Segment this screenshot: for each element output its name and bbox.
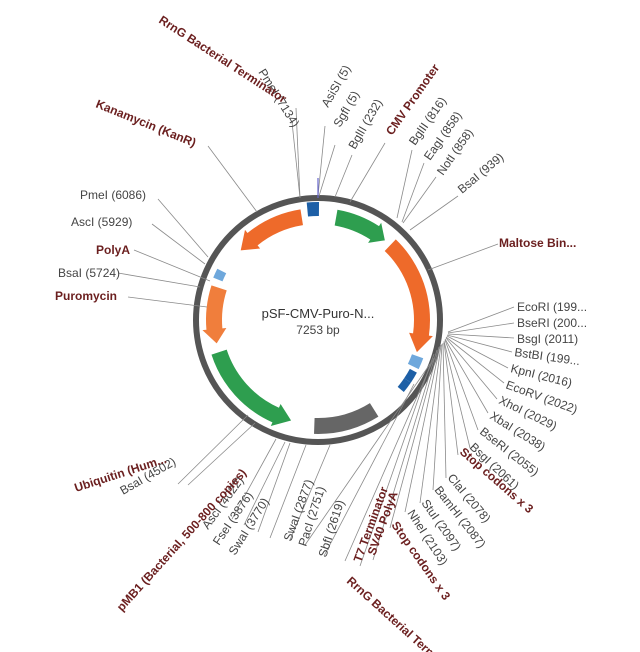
leader-bsai-4502 [187, 422, 256, 486]
leader-bseri-200x [447, 322, 515, 334]
pmb1-arc [314, 403, 379, 434]
maltose-arc [384, 239, 433, 353]
puromycin-arc [202, 285, 227, 344]
feature-label: Kanamycin (KanR) [94, 97, 198, 150]
leader-clai [442, 342, 447, 479]
stop-codon-block [407, 354, 424, 370]
leader-paci [304, 363, 431, 546]
site-label: BsgI (2011) [517, 332, 578, 346]
plasmid-size: 7253 bp [296, 323, 340, 337]
ubiquitin-arc [211, 349, 292, 426]
leader-xhoi [445, 337, 498, 400]
leader-nhei [404, 345, 441, 513]
leader-asisi [317, 125, 326, 197]
rrng-bottom-block-1 [404, 368, 417, 383]
rrng-top-block [306, 202, 320, 217]
leader-asci-5929 [151, 223, 206, 265]
leader-bglii-232 [334, 154, 353, 198]
leader-fsei [243, 441, 286, 526]
leader-asci-4022 [231, 438, 277, 520]
leader-polya [133, 249, 211, 282]
leader-eagi [401, 162, 425, 223]
leader-bstbi [446, 334, 513, 353]
leader-pmei-6086 [157, 198, 209, 258]
leader-stop-2 [389, 346, 440, 529]
leader-stui [419, 344, 442, 504]
kanr-arc [240, 209, 303, 251]
site-label: BsaI (939) [455, 150, 506, 196]
leader-t7 [359, 353, 435, 567]
leader-puromycin [127, 296, 208, 308]
leader-rrng-bottom [344, 357, 435, 562]
leader-sgfi [318, 144, 336, 197]
feature-label: Puromycin [55, 289, 117, 303]
rrng-bottom-block-2 [397, 378, 411, 392]
leader-bamhi [432, 343, 443, 491]
site-label: BsaI (5724) [58, 266, 120, 280]
leader-bsgi-2061 [443, 340, 471, 449]
leader-cmv [349, 142, 386, 203]
leader-kpni [446, 335, 509, 369]
leader-stop-1 [443, 341, 459, 456]
leader-sbfi [323, 383, 415, 557]
leader-xbai [444, 338, 489, 414]
leader-swai-3770 [257, 442, 291, 533]
leader-pmei-7134 [295, 107, 301, 199]
leader-bsgi-2011 [447, 333, 515, 339]
site-label: EcoRI (199... [517, 300, 587, 314]
leader-bsai-5724 [117, 272, 201, 288]
feature-label: PolyA [96, 243, 130, 257]
leader-lines [117, 107, 515, 567]
site-label: PmeI (6086) [80, 188, 146, 202]
plasmid-name: pSF-CMV-Puro-N... [262, 306, 375, 321]
site-label: AscI (5929) [71, 215, 132, 229]
leader-swai-2877 [289, 444, 331, 541]
leader-bsai-939 [409, 195, 459, 231]
cmv-promoter-arc [334, 209, 385, 243]
leader-sv40 [372, 349, 438, 561]
leader-bglii-816 [396, 149, 413, 219]
leader-pmb1 [269, 444, 307, 539]
leader-kanr [207, 145, 258, 213]
leader-ecorv [445, 336, 505, 384]
leader-rrng-top [291, 121, 301, 199]
feature-label: Maltose Bin... [499, 236, 576, 250]
leader-ubiquitin [177, 414, 249, 485]
leader-noti [402, 176, 437, 224]
feature-arcs [202, 202, 433, 434]
leader-maltose [427, 243, 499, 271]
polya-block [213, 268, 227, 282]
leader-ecori [447, 306, 515, 333]
feature-label: RrnG Bacterial Terminator [156, 13, 289, 106]
leader-bseri-2055 [444, 339, 479, 431]
site-label: BseRI (200... [517, 316, 587, 330]
